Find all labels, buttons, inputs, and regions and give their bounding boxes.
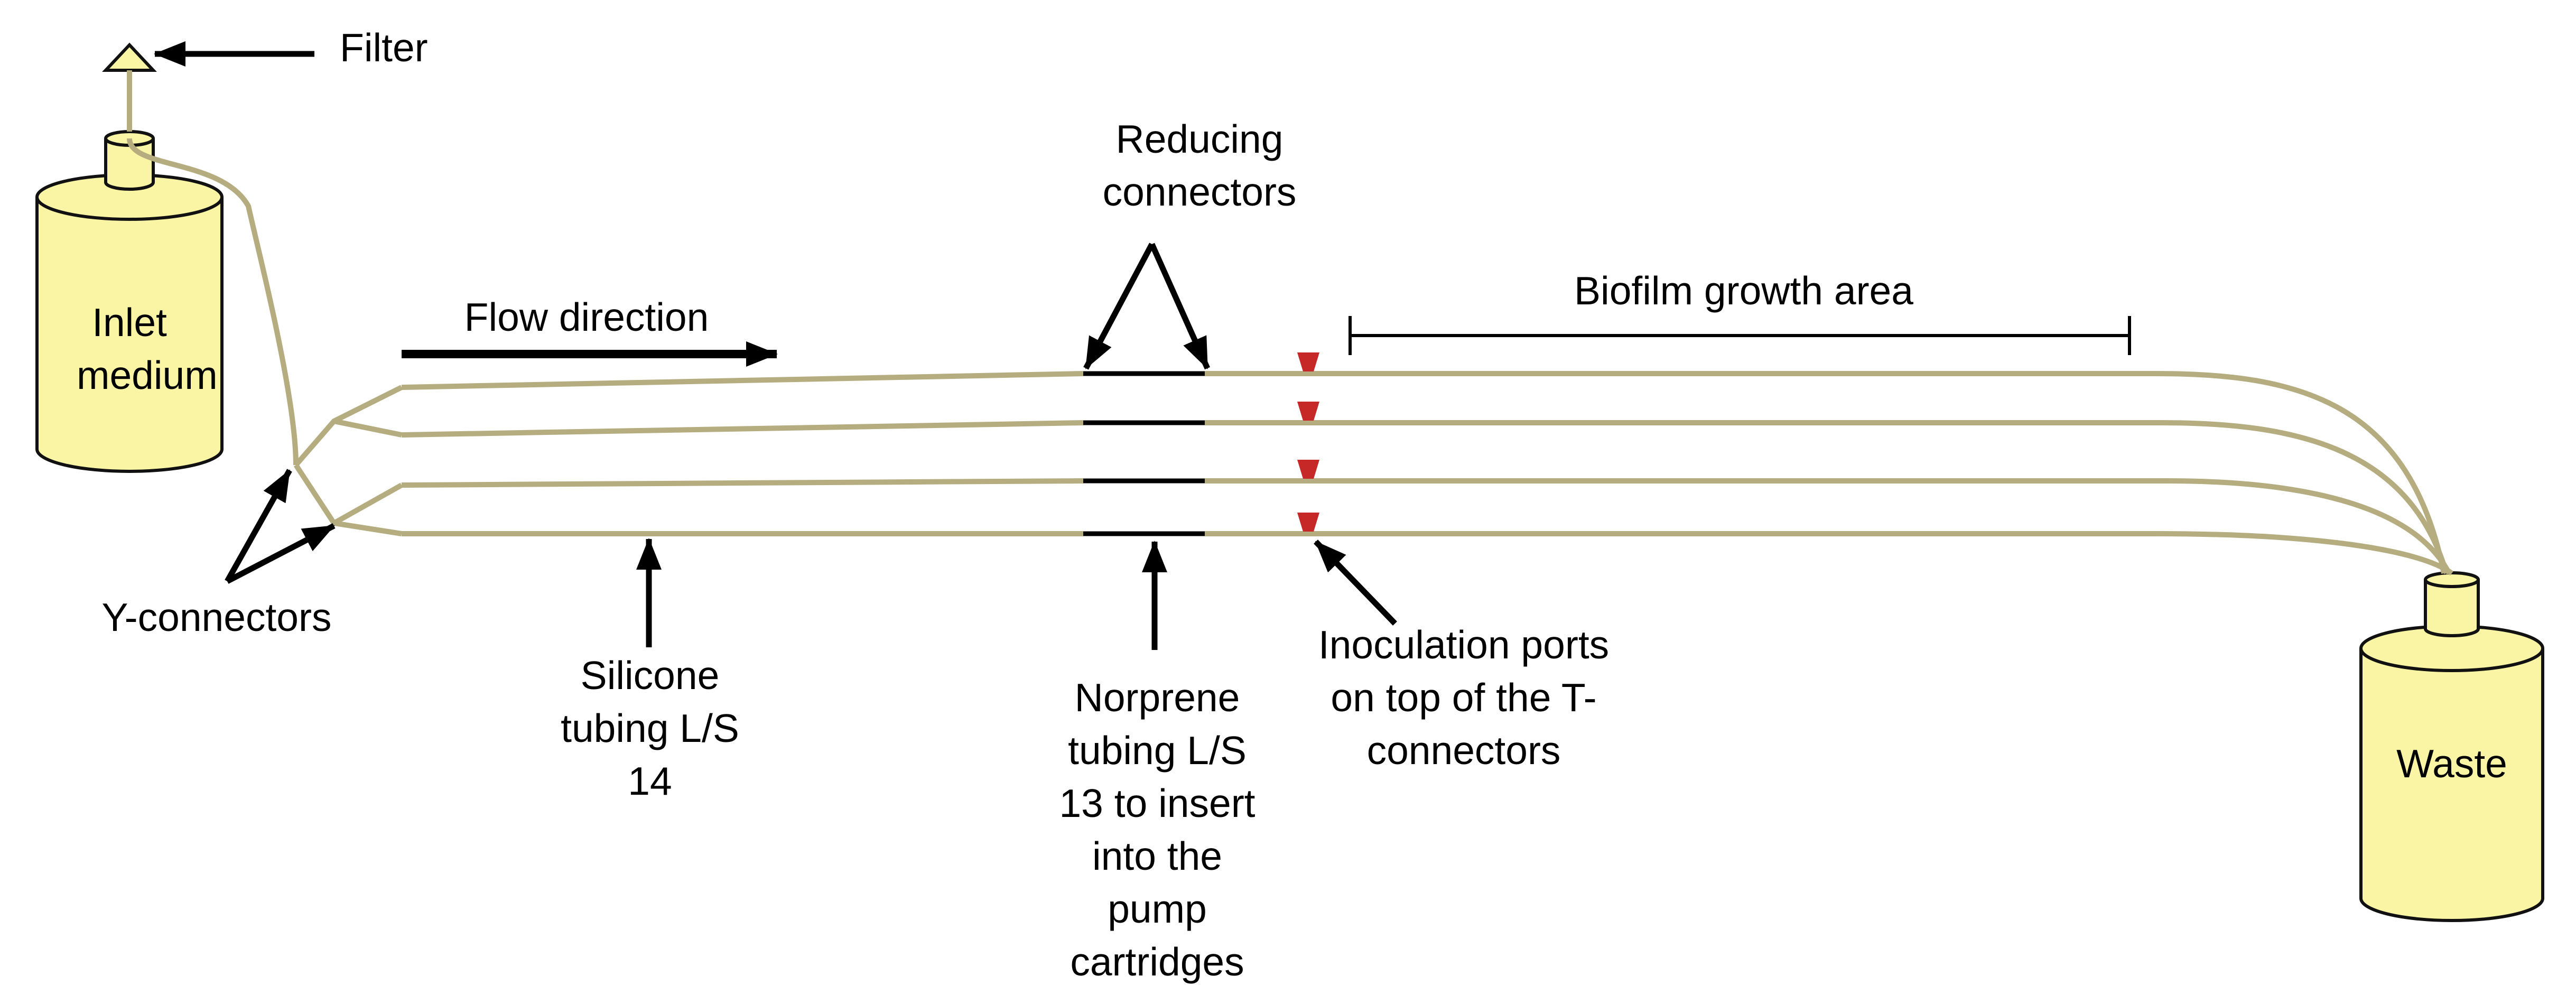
biofilm-growth-area-label: Biofilm growth area [1574,268,1913,313]
reducing-connector-arrow-right [1149,243,1211,370]
inoculation-port-arrow [1314,540,1397,626]
reducing-connectors-label: Reducing connectors [1102,117,1297,214]
flow-direction-label: Flow direction [464,295,709,339]
inoculation-port-icon [1297,402,1319,421]
y-connector-arrow-upper [225,469,292,583]
norprene-tubing-label: Norprene tubing L/S 13 to insert into th… [1059,675,1256,984]
y-connector-arrow-lower [226,523,336,584]
inoculation-port-icon [1297,460,1319,479]
y-connectors-label: Y-connectors [101,595,332,639]
inoculation-port-icon [1297,352,1319,371]
inoculation-ports [1297,352,1319,532]
norprene-tubing-segments [1083,371,1205,536]
inoculation-port-icon [1297,513,1319,532]
silicone-tubing [127,138,2453,576]
inlet-medium-label: Inlet medium [77,300,218,397]
waste-label: Waste [2396,741,2507,786]
biofilm-growth-area-bracket [1349,316,2131,355]
reducing-connector-arrow-left [1083,243,1155,370]
waste-bottle-icon [2359,571,2544,922]
filter-label: Filter [340,25,428,70]
annotation-arrows [154,41,1397,650]
filter-icon [102,42,157,72]
inoculation-ports-label: Inoculation ports on top of the T- conne… [1318,622,1610,773]
silicone-tubing-label: Silicone tubing L/S 14 [561,653,739,803]
